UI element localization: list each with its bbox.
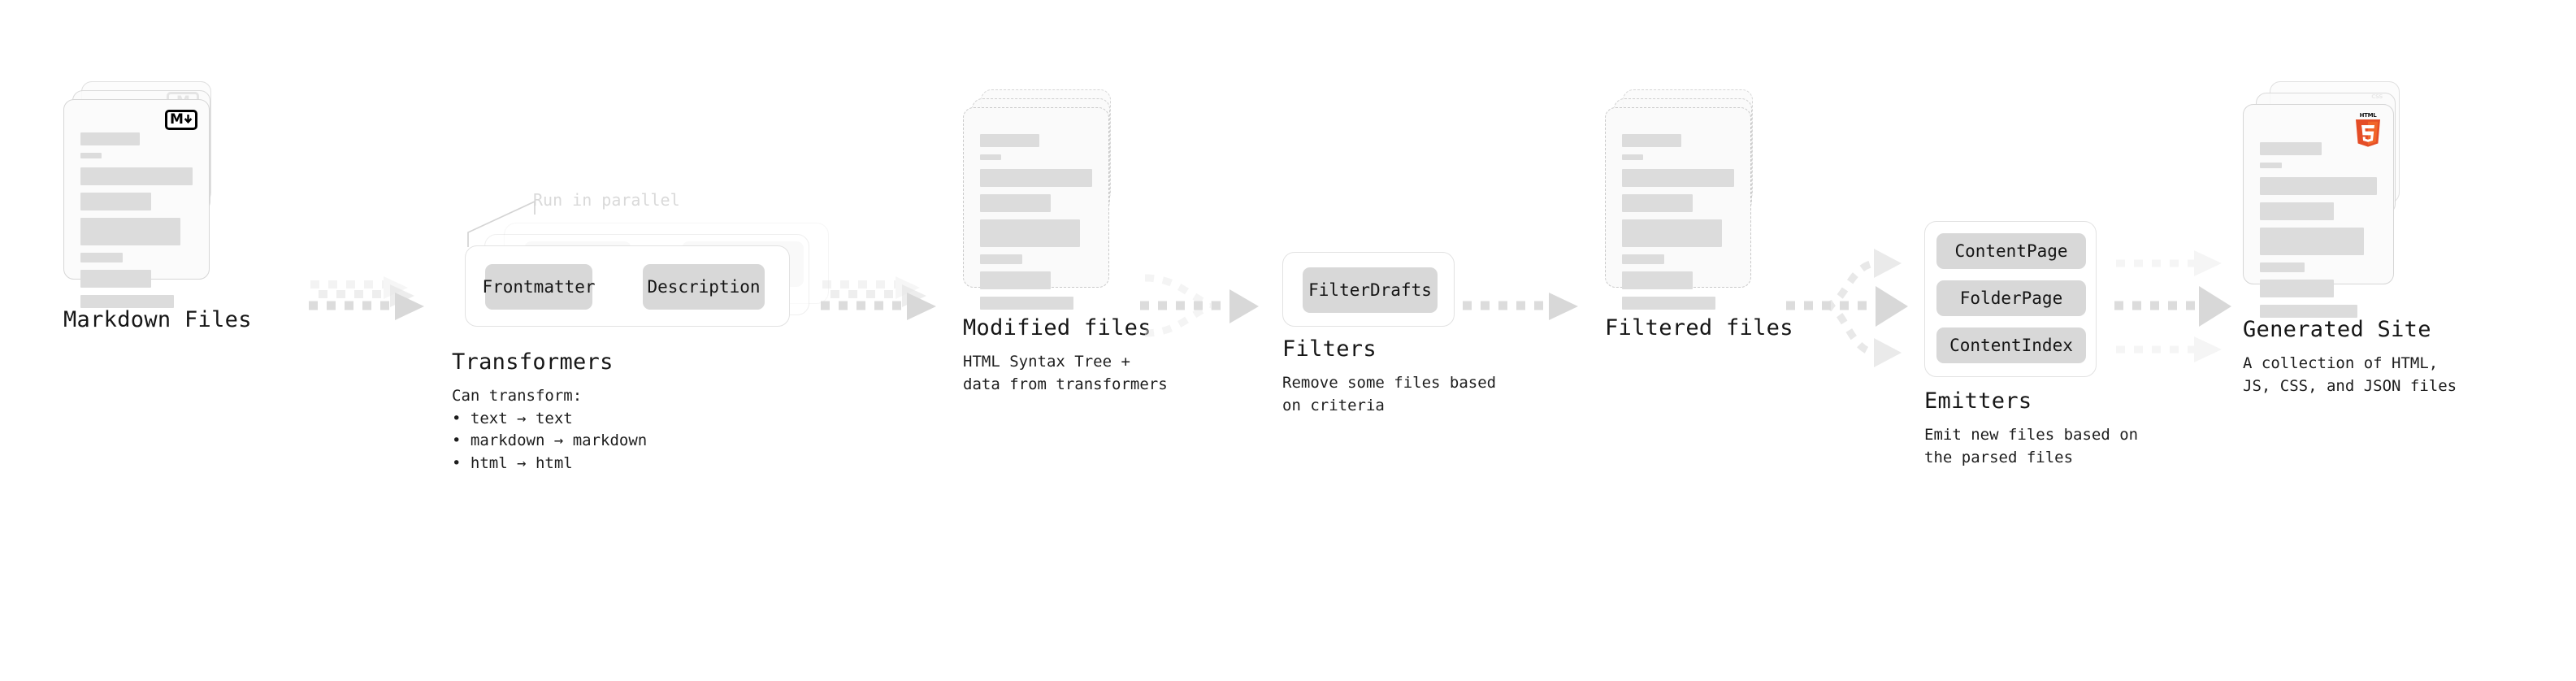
arrow-transformers-to-modified <box>821 276 936 320</box>
arrow-modified-to-filters-fanin <box>1140 274 1259 337</box>
modified-files-label: Modified files <box>963 315 1151 340</box>
emitters-label: Emitters <box>1924 388 2032 414</box>
emitters-sub: Emit new files based on the parsed files <box>1924 426 2139 466</box>
filters-groupbox: FilterDrafts <box>1282 252 1455 327</box>
chip-contentpage[interactable]: ContentPage <box>1936 233 2086 269</box>
chip-filterdrafts-label: FilterDrafts <box>1308 280 1432 300</box>
chip-filterdrafts[interactable]: FilterDrafts <box>1303 267 1438 313</box>
markdown-files-visual: M M M <box>63 81 226 308</box>
generated-site-card-html[interactable]: HTML <box>2243 104 2394 318</box>
emitters-visual: ContentPage FolderPage ContentIndex <box>1924 221 2111 384</box>
stage-emitters: ContentPage FolderPage ContentIndex Emit… <box>1924 221 2138 469</box>
parallel-bracket <box>467 200 536 247</box>
stage-generated-site: CSS HTML <box>2243 81 2457 397</box>
markdown-card-placeholder-lines <box>80 132 193 315</box>
filters-sub: Remove some files based on criteria <box>1282 374 1497 414</box>
generated-site-sub: A collection of HTML, JS, CSS, and JSON … <box>2243 354 2457 395</box>
arrow-markdown-to-transformers <box>309 276 424 320</box>
transformers-groupbox: Frontmatter Description <box>465 245 790 327</box>
markdown-badge-label: M <box>170 111 184 128</box>
run-in-parallel-note: Run in parallel <box>533 190 680 210</box>
stage-modified-files: Modified files HTML Syntax Tree + data f… <box>963 89 1168 396</box>
chip-frontmatter[interactable]: Frontmatter <box>482 264 596 310</box>
filtered-card-placeholder-lines <box>1622 134 1734 317</box>
modified-card-placeholder-lines <box>980 134 1092 317</box>
html5-badge-word: HTML <box>2359 112 2377 119</box>
stage-filters: FilterDrafts Filters Remove some files b… <box>1282 252 1496 417</box>
chip-folderpage-label: FolderPage <box>1959 288 2063 308</box>
modified-files-sub: HTML Syntax Tree + data from transformer… <box>963 353 1168 393</box>
filters-visual: FilterDrafts <box>1282 252 1461 333</box>
chip-folderpage[interactable]: FolderPage <box>1936 280 2086 316</box>
arrow-emitters-to-site <box>2114 250 2231 362</box>
arrow-filters-to-filtered <box>1463 293 1578 320</box>
modified-card-front[interactable] <box>963 107 1109 310</box>
arrow-filtered-to-emitters-fanout <box>1786 249 1908 367</box>
chip-contentindex-label: ContentIndex <box>1949 336 2073 355</box>
chip-description-label: Description <box>647 277 761 297</box>
filtered-card-front[interactable] <box>1605 107 1751 310</box>
markdown-files-label: Markdown Files <box>63 307 252 332</box>
emitters-groupbox: ContentPage FolderPage ContentIndex <box>1924 221 2097 377</box>
html5-badge-icon: HTML <box>2354 112 2382 147</box>
chip-frontmatter-label: Frontmatter <box>482 277 596 297</box>
markdown-card-front[interactable]: M <box>63 99 210 308</box>
markdown-badge-icon: M <box>165 110 197 130</box>
chip-description[interactable]: Description <box>643 264 765 310</box>
filters-label: Filters <box>1282 336 1377 362</box>
generated-site-placeholder-lines <box>2260 142 2377 325</box>
stage-markdown-files: M M M <box>63 81 252 332</box>
transformers-sub: Can transform: • text → text • markdown … <box>452 387 648 472</box>
chip-contentindex[interactable]: ContentIndex <box>1936 327 2086 363</box>
filtered-files-visual <box>1605 89 1767 310</box>
stage-transformers: Run in parallel <box>452 190 834 475</box>
transformers-label: Transformers <box>452 349 614 375</box>
filtered-files-label: Filtered files <box>1605 315 1793 340</box>
chip-contentpage-label: ContentPage <box>1954 241 2068 261</box>
generated-site-label: Generated Site <box>2243 317 2431 342</box>
stage-filtered-files: Filtered files <box>1605 89 1793 340</box>
generated-site-visual: CSS HTML <box>2243 81 2422 318</box>
transformers-visual: Run in parallel <box>452 190 834 327</box>
modified-files-visual <box>963 89 1125 310</box>
